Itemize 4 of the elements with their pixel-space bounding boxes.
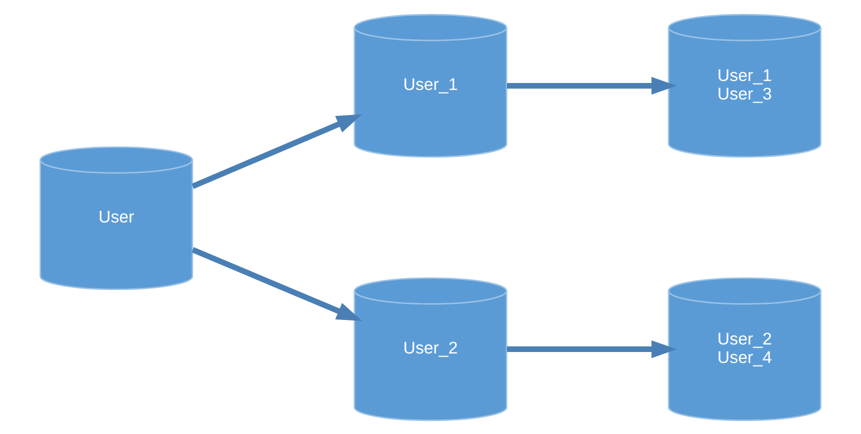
arrow — [506, 76, 677, 94]
arrow — [506, 340, 677, 358]
arrow — [192, 246, 362, 321]
arrow — [192, 114, 362, 188]
